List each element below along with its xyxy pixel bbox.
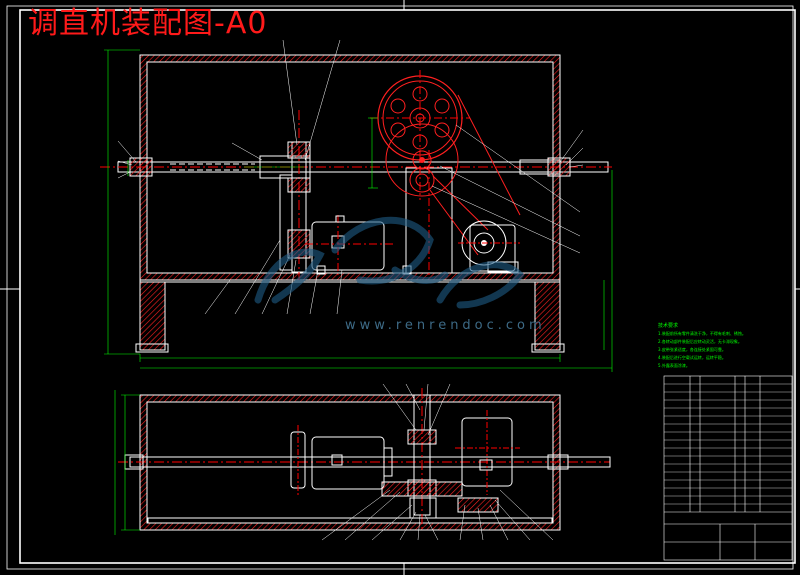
parts-list-rows: [664, 383, 792, 505]
top-bottom-bearings: [381, 481, 499, 519]
technical-requirement-line: 5.外露表面涂漆。: [658, 363, 690, 368]
technical-requirement-line: 1.装配前所有零件清洗干净，不得有毛刺、锈蚀。: [658, 331, 746, 336]
technical-requirements: 技术要求 1.装配前所有零件清洗干净，不得有毛刺、锈蚀。 2.各转动部件装配后应…: [658, 322, 793, 370]
top-leader-lines: [321, 383, 554, 541]
top-view: [114, 383, 611, 541]
technical-requirement-line: 4.装配后进行空载试运转，运转平稳。: [658, 355, 726, 360]
front-mid-pulley: [385, 123, 459, 197]
front-motor-left: [305, 215, 395, 275]
front-dimensions: [104, 49, 613, 372]
top-motor-right: [455, 410, 520, 495]
top-motor-left: [311, 436, 393, 490]
top-flange: [290, 425, 306, 495]
parts-list-table: [663, 375, 793, 561]
top-dimensions: [114, 390, 140, 535]
technical-requirement-line: 2.各转动部件装配后应转动灵活，无卡滞现象。: [658, 339, 742, 344]
technical-requirement-line: 3.皮带张紧适度，各连接处紧固可靠。: [658, 347, 726, 352]
watermark-text: www.renrendoc.com: [345, 318, 546, 333]
watermark-logo: [254, 216, 525, 309]
front-main-shaft: [100, 155, 612, 179]
top-main-shaft: [118, 454, 611, 470]
front-leader-lines: [117, 39, 584, 315]
drawing-title: 调直机装配图-A0: [28, 6, 268, 41]
front-housing: [135, 54, 565, 353]
technical-requirements-title: 技术要求: [658, 323, 679, 329]
